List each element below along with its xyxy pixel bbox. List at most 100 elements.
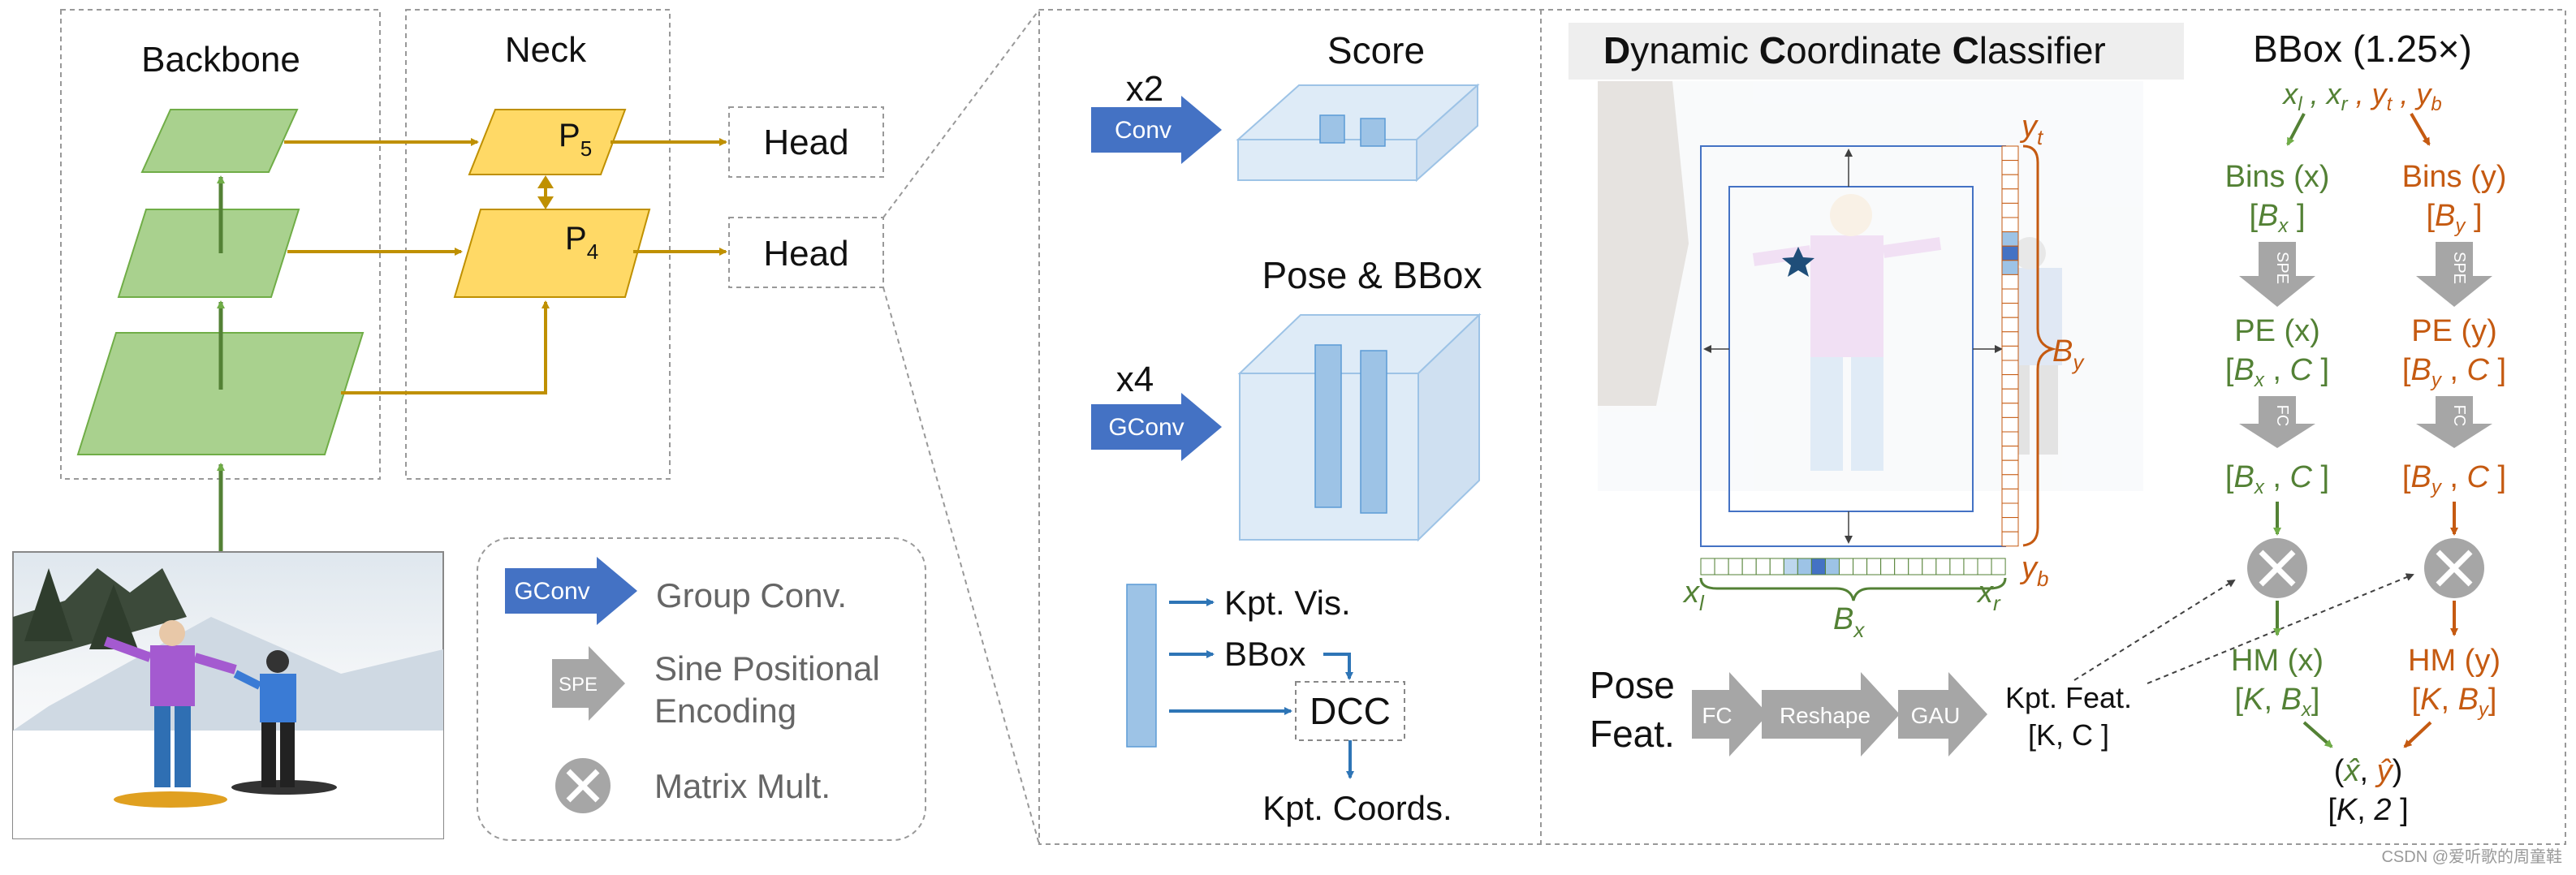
y-bin-cell [2001,260,2019,275]
y-bin-cell [2001,345,2019,361]
y-bin-cell [2001,374,2019,390]
x-bin-cell [1755,558,1771,575]
fc-x-label: FC [2273,405,2291,427]
y-bin-cell [2001,474,2019,489]
y-bin-cell [2001,217,2019,233]
gau-label: GAU [1911,703,1961,728]
x-bin-cell [1935,558,1951,575]
matmul-x-icon [2247,538,2307,598]
x-bin-cell [1866,558,1882,575]
bins-y-dim: [By ] [2426,199,2482,237]
x-bin-cell [1949,558,1965,575]
pe-y-dim: [By , C ] [2402,353,2506,391]
fc-arrow-x [2239,396,2315,448]
backbone-label: Backbone [141,40,300,80]
legend-spe-text-2: Encoding [654,692,796,730]
backbone-stage-small [140,109,299,173]
y-bin-cell [2001,459,2019,476]
dcc-title: Dynamic Coordinate Classifier [1603,29,2106,71]
spe-arrow-x [2239,242,2315,307]
arrow-bbox-to-dcc [1323,653,1353,680]
y-bin-cell [2001,446,2019,461]
bbox-out-label: BBox [1224,635,1305,673]
label-xl: xl [1682,575,1705,615]
neck-label: Neck [505,30,587,70]
arrow-coords-to-binsx [2286,113,2306,146]
kpt-to-mult-x [2073,579,2236,681]
brace-bx [1699,577,2007,601]
head-top-label: Head [763,123,848,162]
legend-gconv-badge: GConv [514,578,589,605]
x-bin-cell [1783,558,1798,575]
x-bin-cell [1824,558,1840,575]
score-title: Score [1327,29,1425,71]
score-conv-arrow [1091,96,1222,164]
y-bin-cell [2001,502,2019,519]
x-bin-cell [1839,558,1854,575]
kpt-coords-label: Kpt. Coords. [1262,789,1452,827]
detail-outer-box [1038,9,2566,845]
dcc-label: DCC [1310,690,1391,732]
hm-x: HM (x) [2231,644,2324,678]
output-dim: [K, 2 ] [2328,793,2408,827]
bbox-coords: xl , xr , yt , yb [2281,77,2441,115]
fc-y-label: FC [2450,405,2468,427]
legend-matmul-icon [555,758,611,813]
pose-gconv-arrow [1091,393,1222,461]
x-bin-cell [1797,558,1812,575]
reshape-arrow [1762,672,1900,756]
x-bin-cell [1714,558,1729,575]
y-bin-cell [2001,288,2019,304]
label-xr: xr [1976,575,2001,615]
y-bin-cell [2001,202,2019,218]
zoom-line-top [882,9,1040,218]
pe-x-dim: [Bx , C ] [2225,353,2329,391]
legend-spe-badge: SPE [559,674,598,696]
score-tensor [1236,83,1480,183]
pose-feat-1: Pose [1590,664,1675,706]
y-bin-cell [2001,531,2019,547]
matmul-y-icon [2424,538,2484,598]
y-bin-cell [2001,488,2019,504]
pose-gconv-label: GConv [1108,414,1184,441]
arrow-hmy-to-out [2403,721,2432,748]
pose-title: Pose & BBox [1262,254,1482,296]
pe-y: PE (y) [2411,314,2497,348]
watermark: CSDN @爱听歌的周童鞋 [2381,847,2562,866]
pose-tensor [1237,312,1482,542]
x-bin-cell [1810,558,1826,575]
head-box-bottom [728,217,884,288]
dcc-box [1295,681,1405,741]
y-bin-cell [2001,303,2019,318]
x-bin-cell [1769,558,1784,575]
legend-box [477,537,926,841]
hm-y-dim: [K, By] [2412,683,2497,721]
dcc-faded-photo [1598,81,2143,491]
spe-x-label: SPE [2273,252,2291,284]
y-bin-cell [2001,360,2019,376]
score-conv-label: Conv [1115,117,1171,144]
head-box-top [728,106,884,178]
p5-label: P5 [559,118,592,161]
arrow-p5-p4-head-down [537,196,554,209]
pose-feat-2: Feat. [1590,713,1675,755]
fc-x-dim: [Bx , C ] [2225,460,2329,498]
brace-by [2022,144,2057,547]
arrow-coords-to-binsy [2410,112,2431,146]
x-bin-cell [1880,558,1896,575]
bins-x: Bins (x) [2225,160,2330,194]
neck-p5 [468,109,627,175]
y-bin-cell [2001,317,2019,333]
fc-label: FC [1702,703,1732,728]
kpt-feat-2: [K, C ] [2028,718,2109,752]
gau-arrow [1898,672,1987,756]
y-bin-cell [2001,160,2019,175]
x-bin-cell [1977,558,1992,575]
fc-y-dim: [By , C ] [2402,460,2506,498]
pe-x: PE (x) [2234,314,2320,348]
y-bins [2001,145,2019,547]
spe-y-label: SPE [2450,252,2468,284]
y-bin-cell [2001,431,2019,447]
